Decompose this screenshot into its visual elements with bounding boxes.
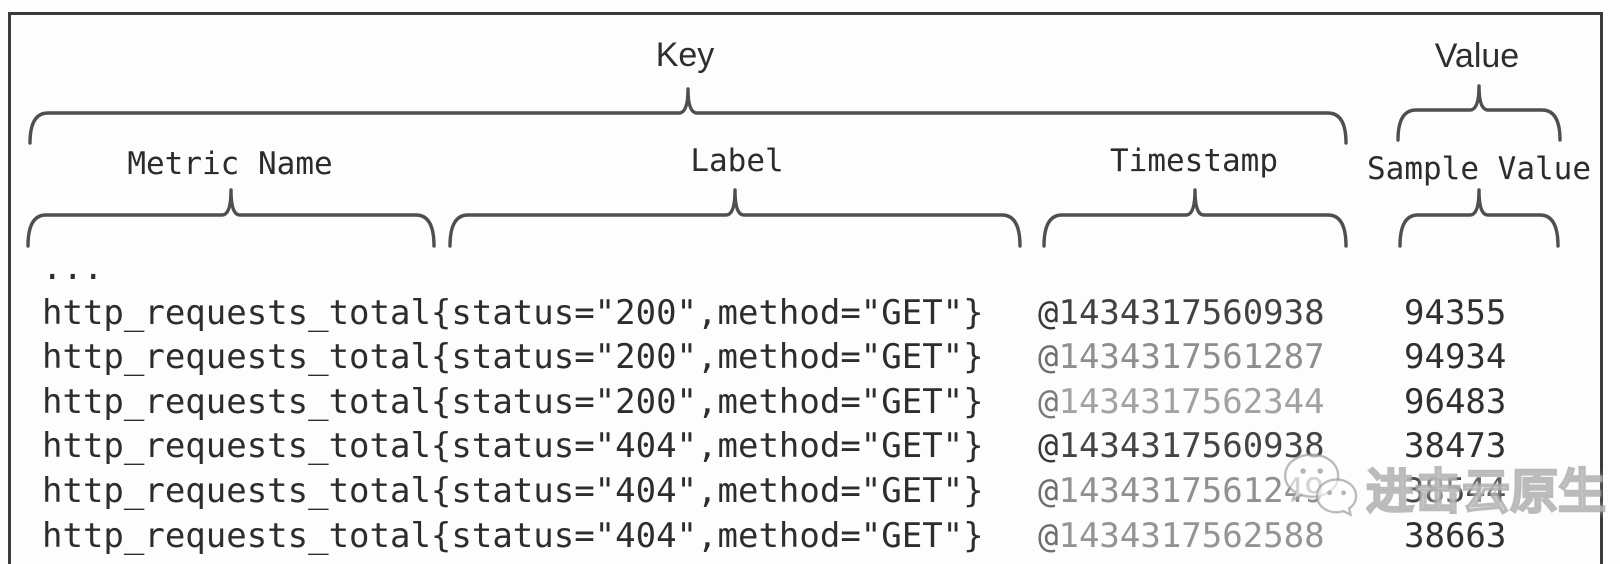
sample-row: http_requests_total{status="404",method=…: [0, 469, 1620, 514]
label-label: Label: [690, 143, 784, 179]
sample-row: http_requests_total{status="404",method=…: [0, 514, 1620, 559]
timestamp-label: Timestamp: [1110, 143, 1278, 179]
sample-timestamp: @1434317561287: [1038, 337, 1325, 378]
samples-list: ... http_requests_total{status="200",met…: [0, 246, 1620, 558]
sample-value: 38473: [1404, 426, 1507, 467]
key-brace: [28, 87, 1348, 145]
label-brace: [448, 188, 1022, 248]
sample-row: http_requests_total{status="200",method=…: [0, 335, 1620, 380]
at-sign: @: [1038, 470, 1059, 511]
sample-timestamp: @1434317562344: [1038, 381, 1325, 422]
sample-timestamp: @1434317560938: [1038, 292, 1325, 333]
metric-key: http_requests_total{status="200",method=…: [42, 381, 984, 422]
sample-row: http_requests_total{status="200",method=…: [0, 291, 1620, 336]
sample-timestamp: @1434317560938: [1038, 426, 1325, 467]
sample-value-brace: [1398, 188, 1560, 248]
sample-value: 38544: [1404, 470, 1507, 511]
metric-key: http_requests_total{status="404",method=…: [42, 470, 984, 511]
metric-key: http_requests_total{status="200",method=…: [42, 292, 984, 333]
metric-key: http_requests_total{status="404",method=…: [42, 426, 984, 467]
sample-value: 94934: [1404, 337, 1507, 378]
value-label: Value: [1434, 37, 1520, 75]
metric-name-brace: [26, 188, 436, 248]
key-label: Key: [655, 36, 715, 74]
sample-row: http_requests_total{status="200",method=…: [0, 380, 1620, 425]
at-sign: @: [1038, 381, 1059, 422]
at-sign: @: [1038, 337, 1059, 378]
at-sign: @: [1038, 515, 1059, 556]
sample-value: 96483: [1404, 381, 1507, 422]
diagram-border: [8, 12, 1603, 564]
sample-value: 38663: [1404, 515, 1507, 556]
at-sign: @: [1038, 292, 1059, 333]
sample-value: 94355: [1404, 292, 1507, 333]
at-sign: @: [1038, 426, 1059, 467]
sample-row: http_requests_total{status="404",method=…: [0, 424, 1620, 469]
sample-timestamp: @1434317561249: [1038, 470, 1325, 511]
sample-value-label: Sample Value: [1367, 151, 1591, 187]
sample-timestamp: @1434317562588: [1038, 515, 1325, 556]
ellipsis-row: ...: [0, 246, 1620, 291]
metric-name-label: Metric Name: [127, 146, 333, 182]
timestamp-brace: [1042, 188, 1348, 248]
value-brace: [1396, 84, 1562, 142]
ellipsis: ...: [42, 248, 104, 288]
metric-key: http_requests_total{status="200",method=…: [42, 337, 984, 378]
metric-key: http_requests_total{status="404",method=…: [42, 515, 984, 556]
